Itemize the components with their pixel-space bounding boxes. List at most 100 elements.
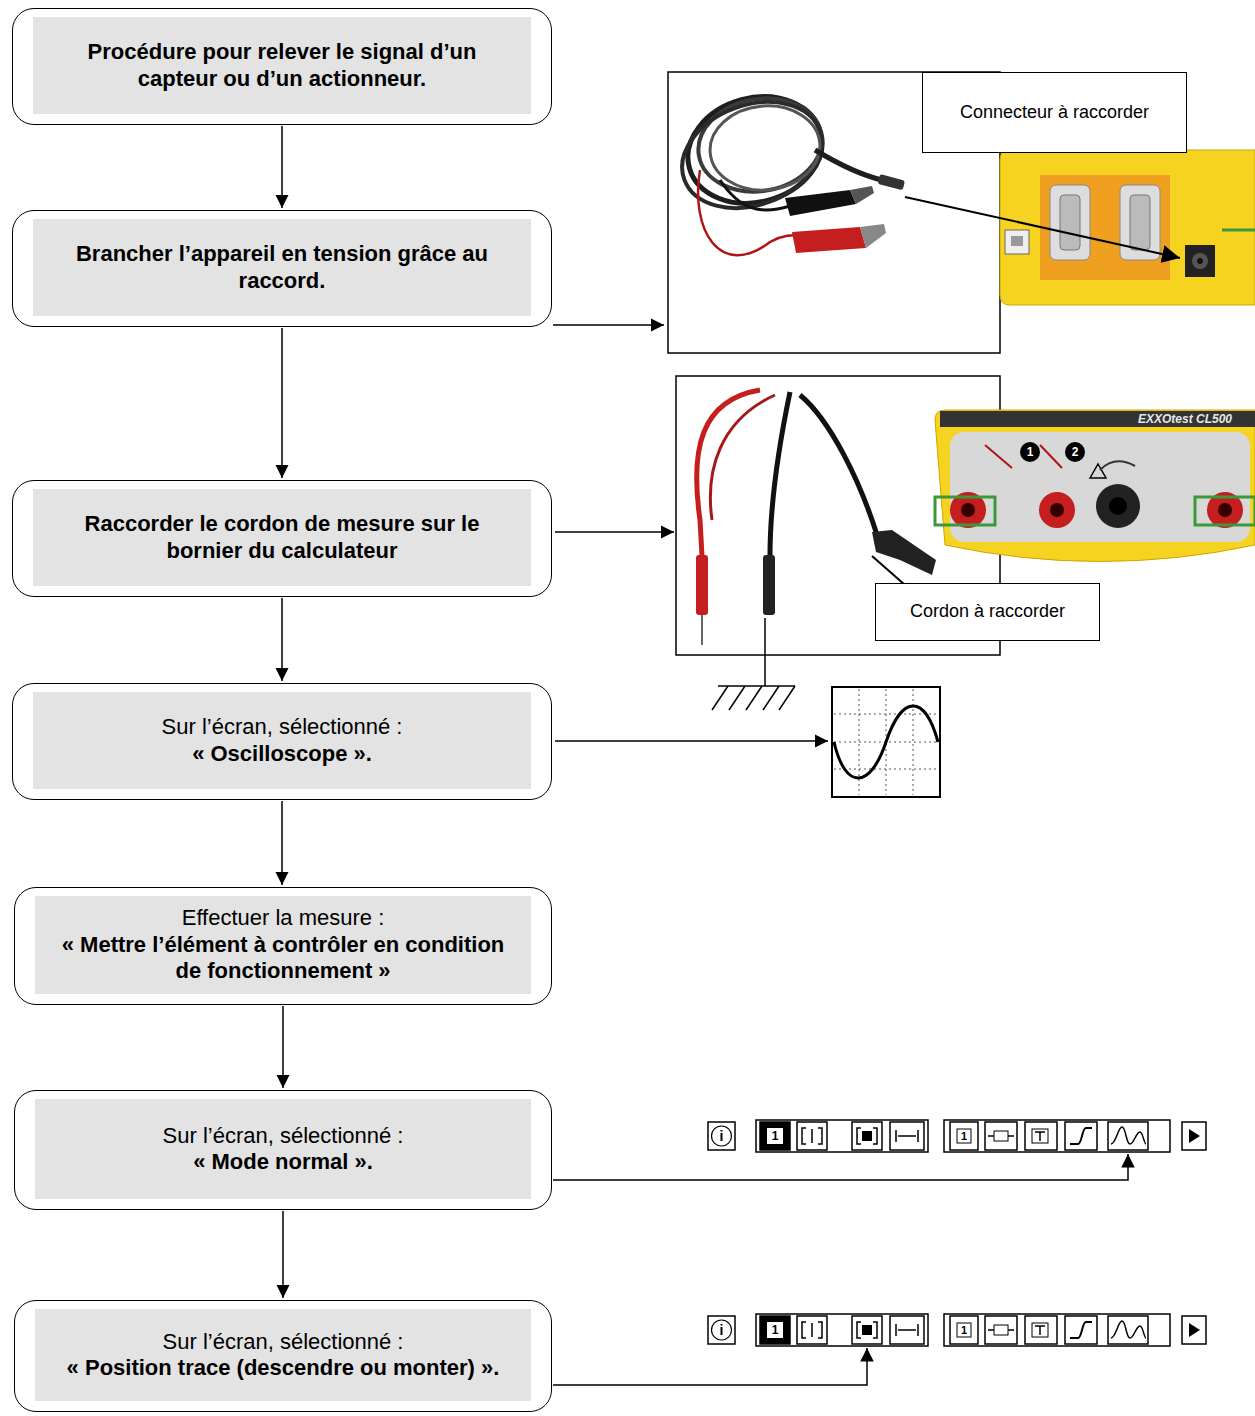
ground-symbol [712,618,795,710]
device-socket-photo [1065,442,1085,462]
toolbar-icons [1182,1122,1206,1150]
leader-line [872,556,905,585]
toolbar-icons [857,1322,877,1338]
box-fill: Procédure pour relever le signal d’un ca… [33,17,531,114]
device-socket-photo [1040,445,1062,468]
flow-arrow [282,1211,284,1298]
ground-symbol [718,685,795,687]
box-subtext: « Mode normal ». [193,1149,373,1175]
toolbar-icons [994,1131,1008,1141]
toolbar-icons [1035,1326,1045,1335]
pointer-arrow [555,531,674,533]
toolbar-icons [862,1325,872,1335]
toolbar-icons [708,1314,1206,1346]
oscilloscope-icon [832,687,940,797]
cable-photo [860,224,886,248]
icon-glyph: 1 [772,1130,779,1142]
toolbar-icons [957,1129,971,1143]
cable-photo [877,174,905,190]
toolbar-icons [852,1122,882,1150]
toolbar-icons [988,1135,1014,1137]
toolbar-icons [767,1128,783,1144]
toolbar-icons [1108,1122,1148,1150]
box-subtext: « Position trace (descendre ou monter) »… [67,1355,500,1381]
toolbar-icons [896,1324,918,1336]
process-box: Sur l’écran, sélectionné :« Mode normal … [14,1090,552,1210]
ground-symbol [746,686,762,710]
toolbar-icons [1189,1323,1200,1337]
box-fill: Sur l’écran, sélectionné :« Oscilloscope… [33,692,531,789]
ground-symbol [729,686,745,710]
device-connector-photo [1192,253,1208,269]
toolbar-icons [985,1122,1017,1150]
cable-photo [707,101,824,194]
oscilloscope-icon [832,687,940,797]
toolbar-icons [811,1129,813,1143]
icon-glyph: i [720,1323,724,1337]
box-text: Raccorder le cordon de mesure sur le bor… [57,511,507,564]
device-connector-photo [1050,185,1090,260]
probe-lead-photo [697,390,760,556]
cable-photo [815,150,882,180]
toolbar-icons [760,1316,790,1344]
process-box: Sur l’écran, sélectionné :« Oscilloscope… [12,683,552,800]
oscilloscope-icon [834,769,938,770]
toolbar-icons [852,1316,882,1344]
device-socket-photo [1109,497,1127,515]
box-fill: Sur l’écran, sélectionné :« Position tra… [35,1309,531,1401]
box-text: Sur l’écran, sélectionné : [162,714,403,740]
cable-photo [691,89,829,201]
device-socket-photo [1218,503,1232,517]
probe-lead-photo [770,392,790,556]
flow-arrow [281,328,283,478]
toolbar-icons [708,1120,1206,1152]
ground-symbol [712,686,728,710]
box-text: Sur l’écran, sélectionné : [163,1123,404,1149]
brand-text: EXXOtest CL500 [1138,413,1232,425]
toolbar-icons [1111,1321,1146,1338]
toolbar-icons [756,1120,928,1152]
toolbar-icons [1070,1128,1092,1144]
toolbar-icons [944,1120,1170,1152]
toolbar-icons [708,1316,735,1344]
icon-glyph: 1 [961,1131,967,1142]
process-box: Sur l’écran, sélectionné :« Position tra… [14,1300,552,1412]
toolbar-icons [1111,1127,1146,1144]
device-connector-photo [1005,230,1029,254]
device-connector-photo [1130,195,1150,250]
toolbar-icons [1189,1129,1200,1143]
box-text: Effectuer la mesure : [182,905,385,931]
ground-symbol [764,618,766,686]
toolbar-icons [712,1320,732,1340]
device-socket-photo [1020,442,1040,462]
icon-glyph: 1 [772,1324,779,1336]
process-box: Brancher l’appareil en tension grâce au … [12,210,552,327]
flow-arrow [282,1006,284,1088]
device-socket-photo [935,497,995,525]
toolbar-icons [802,1128,822,1144]
pointer-arrow [553,325,1128,1385]
pointer-arrow [555,740,828,742]
device-socket-photo [1100,461,1135,470]
device-connector-photo [1040,175,1170,280]
toolbar-icons [1182,1316,1206,1344]
callout-box: Cordon à raccorder [875,583,1100,641]
ground-symbol [763,686,779,710]
toolbar-icons [1065,1316,1097,1344]
box-text: Procédure pour relever le signal d’un ca… [57,39,507,92]
flow-arrow [281,598,283,681]
device-socket-photo [1096,484,1140,528]
box-text: Cordon à raccorder [910,601,1065,623]
cable-photo [785,190,856,216]
toolbar-icons [950,1122,978,1150]
toolbar-icons [862,1131,872,1141]
box-subtext: « Mettre l’élément à contrôler en condit… [59,932,507,985]
callout-box: Connecteur à raccorder [922,72,1187,153]
probe-lead-photo [800,395,878,538]
toolbar-icons [1032,1323,1048,1337]
device-socket-photo [935,410,1255,562]
box-text: Brancher l’appareil en tension grâce au … [57,241,507,294]
probe-lead-photo [701,615,703,645]
oscilloscope-icon [834,714,938,715]
toolbar-icons [890,1122,924,1150]
